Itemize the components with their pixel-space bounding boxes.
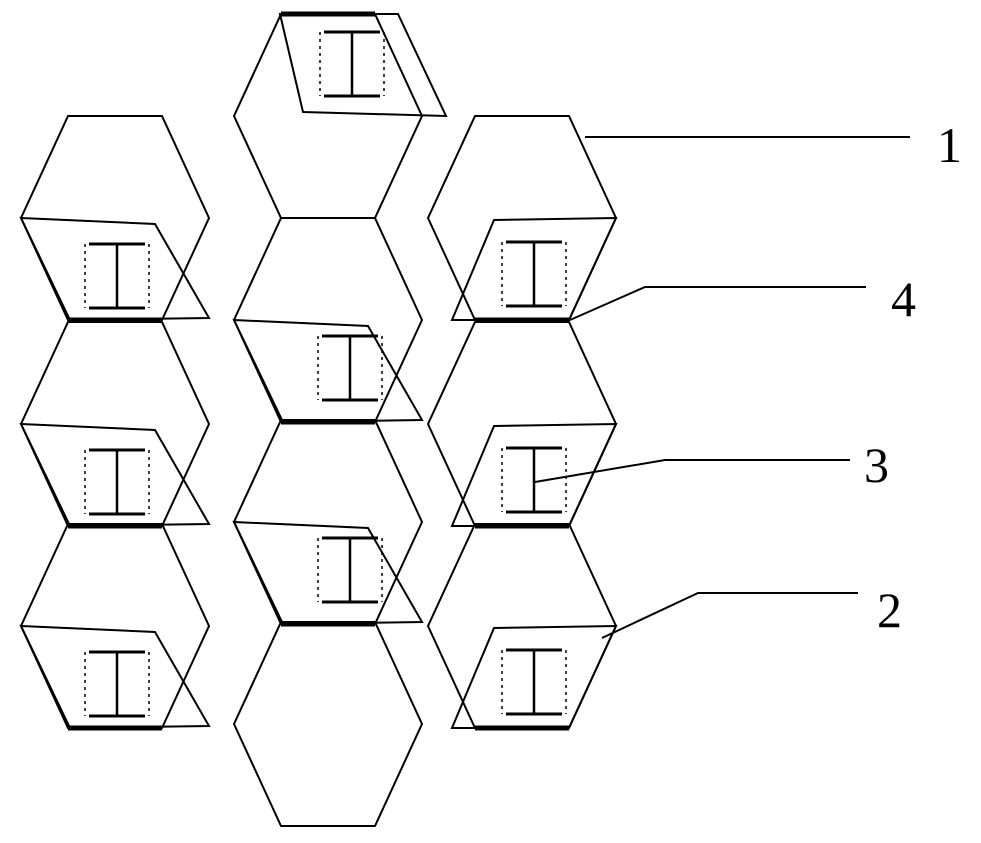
inner-panel bbox=[19, 422, 211, 528]
inner-panel bbox=[232, 520, 424, 626]
hex-cell bbox=[232, 419, 424, 627]
part-labels: 1 4 3 2 bbox=[864, 117, 962, 638]
i-beam-symbol bbox=[317, 334, 383, 402]
hex-cell bbox=[426, 321, 618, 529]
hex-cell bbox=[19, 115, 211, 323]
hex-cell bbox=[19, 321, 211, 529]
hex-outline bbox=[232, 419, 424, 625]
leader-lines bbox=[534, 136, 910, 639]
i-beam-symbol bbox=[319, 30, 385, 98]
hex-outline bbox=[19, 321, 211, 527]
hex-outline bbox=[232, 621, 424, 827]
hex-outline bbox=[19, 523, 211, 729]
part-label-4: 4 bbox=[891, 271, 916, 327]
hex-cell bbox=[232, 621, 424, 827]
i-beam-symbol bbox=[501, 446, 567, 514]
leader-line-2 bbox=[601, 592, 858, 639]
leader-line-3 bbox=[534, 459, 850, 483]
honeycomb-cells bbox=[19, 11, 618, 827]
hex-cell bbox=[232, 217, 424, 425]
i-beam-symbol bbox=[501, 648, 567, 716]
inner-panel bbox=[232, 318, 424, 424]
inner-panel bbox=[278, 13, 448, 118]
part-label-3: 3 bbox=[864, 437, 889, 493]
hex-cell bbox=[232, 11, 448, 219]
i-beam-symbol bbox=[84, 650, 150, 718]
inner-panel bbox=[19, 216, 211, 322]
hex-outline bbox=[232, 13, 424, 219]
inner-panel bbox=[19, 624, 211, 730]
hex-outline bbox=[19, 115, 211, 321]
i-beam-symbol bbox=[84, 448, 150, 516]
hex-outline bbox=[232, 217, 424, 423]
part-label-1: 1 bbox=[937, 117, 962, 173]
hex-cell bbox=[426, 523, 618, 731]
part-label-2: 2 bbox=[877, 582, 902, 638]
i-beam-symbol bbox=[501, 240, 567, 308]
hex-cell bbox=[19, 523, 211, 731]
leader-line-4 bbox=[569, 286, 866, 321]
hex-cell bbox=[426, 115, 618, 323]
i-beam-symbol bbox=[84, 242, 150, 310]
i-beam-symbol bbox=[317, 536, 383, 604]
